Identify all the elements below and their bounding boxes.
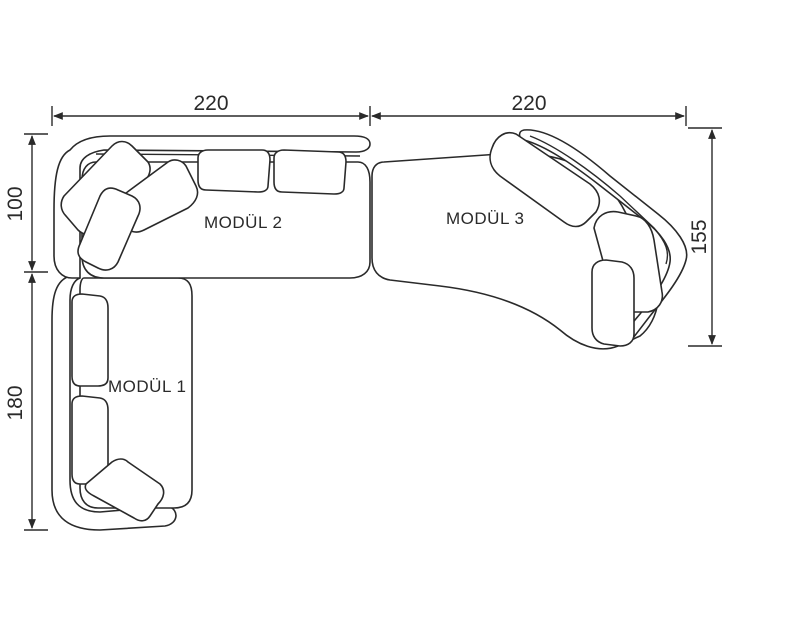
dimension-label: 180 <box>4 385 27 420</box>
module-1-label: MODÜL 1 <box>108 377 186 396</box>
dimension-left-lower: 180 <box>4 273 48 531</box>
dimension-top-left: 220 <box>51 92 371 126</box>
module-3-label: MODÜL 3 <box>446 209 524 228</box>
dimension-label: 220 <box>511 92 546 115</box>
dimension-right: 155 <box>688 127 722 347</box>
dimension-label: 100 <box>4 186 27 221</box>
module-2-label: MODÜL 2 <box>204 213 282 232</box>
dimension-label: 155 <box>688 219 711 254</box>
dimension-top-right: 220 <box>371 92 687 126</box>
module-1: MODÜL 1 <box>51 275 193 531</box>
dimension-left-upper: 100 <box>4 133 48 273</box>
module-3: MODÜL 3 <box>371 129 688 350</box>
dimension-label: 220 <box>193 92 228 115</box>
module-2: MODÜL 2 <box>53 135 371 279</box>
